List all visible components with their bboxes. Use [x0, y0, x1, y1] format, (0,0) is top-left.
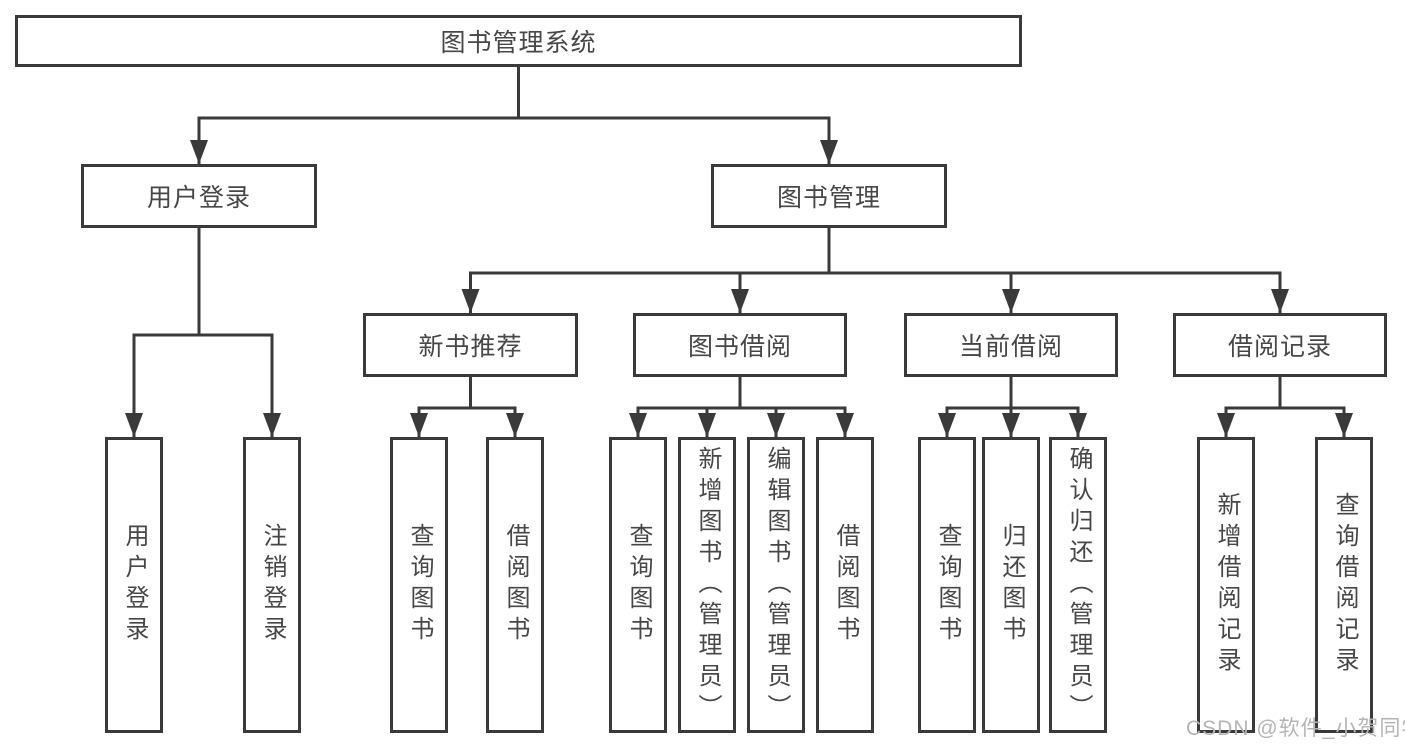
leaf-newrec-borrow-books: 借阅图书 [486, 437, 544, 733]
leaf-logout: 注销登录 [243, 437, 301, 733]
watermark: CSDN @软件_小贺同学 [1186, 717, 1405, 740]
leaf-label: 借阅图书 [832, 523, 859, 647]
leaf-newrec-query-books: 查询图书 [390, 437, 448, 733]
node-book-management: 图书管理 [711, 164, 947, 228]
leaf-label: 用户登录 [121, 523, 148, 647]
node-label: 图书管理 [776, 184, 881, 212]
node-label: 当前借阅 [958, 333, 1063, 361]
node-user-login: 用户登录 [81, 164, 317, 228]
connector-current-borrowing-to-leaves [938, 377, 1087, 437]
leaf-label: 查询借阅记录 [1331, 492, 1358, 678]
leaf-current-return-books: 归还图书 [982, 437, 1040, 733]
leaf-borrow-edit-books-admin: 编辑图书（管理员） [747, 437, 805, 733]
leaf-borrow-add-books-admin: 新增图书（管理员） [678, 437, 736, 733]
node-label: 新书推荐 [418, 333, 523, 361]
leaf-label: 查询图书 [406, 523, 433, 647]
node-current-borrowing: 当前借阅 [904, 313, 1118, 377]
leaf-label: 注销登录 [259, 523, 286, 647]
leaf-label: 归还图书 [998, 523, 1025, 647]
leaf-records-query-record: 查询借阅记录 [1315, 437, 1373, 733]
leaf-borrow-borrow-books: 借阅图书 [816, 437, 874, 733]
leaf-user-login: 用户登录 [105, 437, 163, 733]
node-label: 图书借阅 [687, 333, 792, 361]
connector-new-book-recommendation-to-leaves [410, 377, 524, 437]
node-book-borrowing: 图书借阅 [633, 313, 847, 377]
leaf-label: 新增图书（管理员） [694, 445, 721, 725]
node-label: 借阅记录 [1227, 333, 1332, 361]
connector-borrowing-records-to-leaves [1217, 377, 1353, 437]
leaf-current-query-books: 查询图书 [918, 437, 976, 733]
connector-user-login-to-leaves [125, 228, 281, 437]
leaf-label: 新增借阅记录 [1213, 492, 1240, 678]
leaf-label: 查询图书 [625, 523, 652, 647]
leaf-label: 借阅图书 [502, 523, 529, 647]
connector-book-borrowing-to-leaves [629, 377, 854, 437]
connector-root-to-level2 [190, 67, 838, 164]
node-system-root: 图书管理系统 [15, 15, 1022, 67]
node-new-book-recommendation: 新书推荐 [363, 313, 578, 377]
leaf-label: 编辑图书（管理员） [763, 445, 790, 725]
leaf-current-confirm-return-admin: 确认归还（管理员） [1049, 437, 1107, 733]
leaf-borrow-query-books: 查询图书 [609, 437, 667, 733]
connector-book-management-to-level3 [461, 228, 1289, 313]
leaf-label: 确认归还（管理员） [1065, 445, 1092, 725]
node-borrowing-records: 借阅记录 [1173, 313, 1387, 377]
leaf-records-add-record: 新增借阅记录 [1197, 437, 1255, 733]
node-label: 图书管理系统 [440, 29, 597, 57]
leaf-label: 查询图书 [934, 523, 961, 647]
node-label: 用户登录 [146, 184, 251, 212]
